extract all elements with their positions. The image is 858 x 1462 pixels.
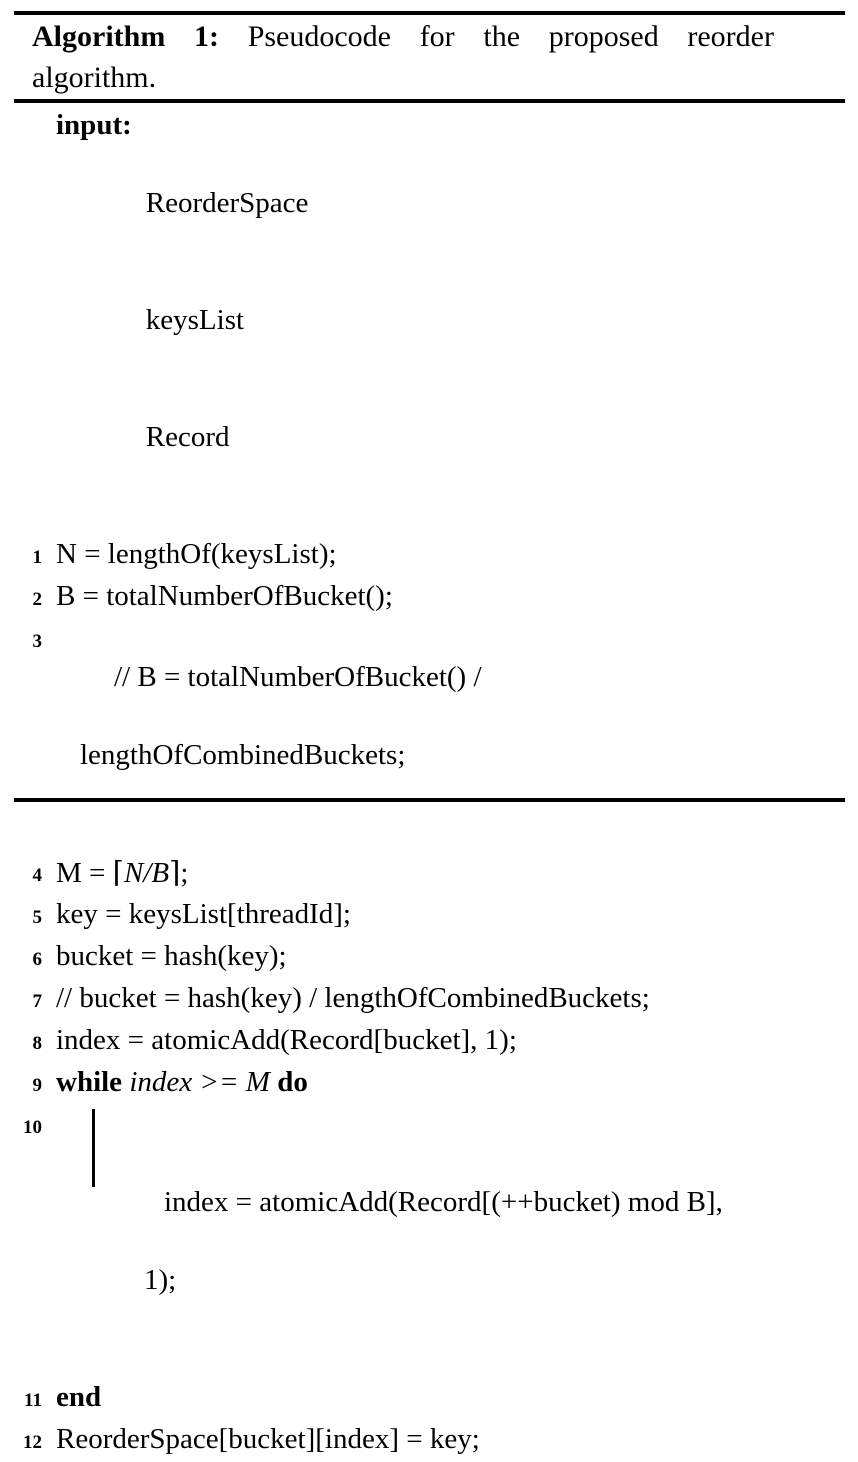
code-text: bucket = hash(key);	[56, 940, 287, 972]
code-text: N = lengthOf(keysList);	[56, 538, 337, 570]
statement-terminator: ;	[180, 857, 189, 889]
indent-bar	[92, 1109, 95, 1187]
code-text-math: M = ⌈N/B⌉;	[42, 853, 845, 893]
input-block-row: input: ReorderSpace keysList Record	[14, 106, 845, 535]
code-line: 12 ReorderSpace[bucket][index] = key;	[14, 1420, 845, 1462]
keyword-while: while	[56, 1066, 123, 1098]
code-line: 8 index = atomicAdd(Record[bucket], 1);	[14, 1021, 845, 1063]
code-text-continuation: 1);	[144, 1264, 177, 1296]
code-text-wrapped: // B = totalNumberOfBucket() / lengthOfC…	[42, 619, 845, 853]
rule-top	[14, 11, 845, 15]
keyword-end: end	[56, 1381, 102, 1413]
algorithm-body: input: ReorderSpace keysList Record 1 N …	[14, 106, 845, 1462]
code-line: 11 end	[14, 1378, 845, 1420]
input-block: input: ReorderSpace keysList Record	[42, 106, 845, 535]
code-line: 5 key = keysList[threadId];	[14, 895, 845, 937]
line-number: 4	[32, 865, 43, 886]
code-line: 9 while index >= M do	[14, 1063, 845, 1105]
rule-bottom	[14, 798, 845, 802]
code-line-nested: 10 index = atomicAdd(Record[(++bucket) m…	[14, 1105, 845, 1378]
code-text: index = atomicAdd(Record[(++bucket) mod …	[164, 1186, 723, 1218]
input-value: ReorderSpace	[145, 187, 309, 219]
code-text: // bucket = hash(key) / lengthOfCombined…	[56, 982, 650, 1014]
line-number-blank	[14, 106, 42, 109]
line-number: 7	[32, 991, 43, 1012]
ceiling-open-bracket: ⌈	[112, 855, 124, 889]
math-expression: N/B	[123, 857, 170, 889]
code-text: B = totalNumberOfBucket();	[56, 580, 393, 612]
code-text-wrapped: index = atomicAdd(Record[(++bucket) mod …	[42, 1105, 845, 1378]
code-text: // B = totalNumberOfBucket() /	[114, 661, 482, 693]
code-text: index = atomicAdd(Record[bucket], 1);	[56, 1024, 517, 1056]
math-operator: >=	[199, 1066, 239, 1098]
code-text: key = keysList[threadId];	[56, 898, 351, 930]
algorithm-caption: Algorithm 1: Pseudocode for the proposed…	[32, 16, 774, 98]
algorithm-float: Algorithm 1: Pseudocode for the proposed…	[14, 0, 845, 1455]
line-number: 5	[32, 907, 43, 928]
code-text-end: end	[42, 1378, 845, 1417]
algorithm-caption-text: Pseudocode for the proposed reorder algo…	[32, 20, 774, 94]
math-variable-index: index	[129, 1066, 193, 1098]
line-number: 11	[24, 1390, 42, 1411]
math-variable-m: M	[245, 1066, 270, 1098]
code-line: 6 bucket = hash(key);	[14, 937, 845, 979]
rule-middle	[14, 99, 845, 103]
keyword-do: do	[277, 1066, 308, 1098]
code-line: 1 N = lengthOf(keysList);	[14, 535, 845, 577]
code-line: 3 // B = totalNumberOfBucket() / lengthO…	[14, 619, 845, 853]
line-number: 9	[32, 1075, 43, 1096]
line-number: 2	[32, 589, 43, 610]
algorithm-caption-name: Algorithm 1:	[32, 20, 219, 53]
code-line: 4 M = ⌈N/B⌉;	[14, 853, 845, 895]
line-number: 1	[32, 547, 43, 568]
code-text-while: while index >= M do	[42, 1063, 845, 1102]
line-number: 10	[23, 1117, 42, 1138]
code-line: 7 // bucket = hash(key) / lengthOfCombin…	[14, 979, 845, 1021]
input-value: keysList	[145, 304, 245, 336]
input-value: Record	[145, 421, 230, 453]
ceiling-close-bracket: ⌉	[169, 855, 181, 889]
line-number: 8	[32, 1033, 43, 1054]
line-number: 6	[32, 949, 43, 970]
input-values: ReorderSpace keysList Record	[146, 106, 845, 535]
line-number: 3	[32, 631, 43, 652]
assign-prefix: M =	[56, 857, 113, 889]
code-text: ReorderSpace[bucket][index] = key;	[56, 1423, 480, 1455]
input-label: input:	[56, 109, 132, 141]
code-text-continuation: lengthOfCombinedBuckets;	[80, 739, 406, 771]
line-number: 12	[23, 1432, 42, 1453]
code-line: 2 B = totalNumberOfBucket();	[14, 577, 845, 619]
